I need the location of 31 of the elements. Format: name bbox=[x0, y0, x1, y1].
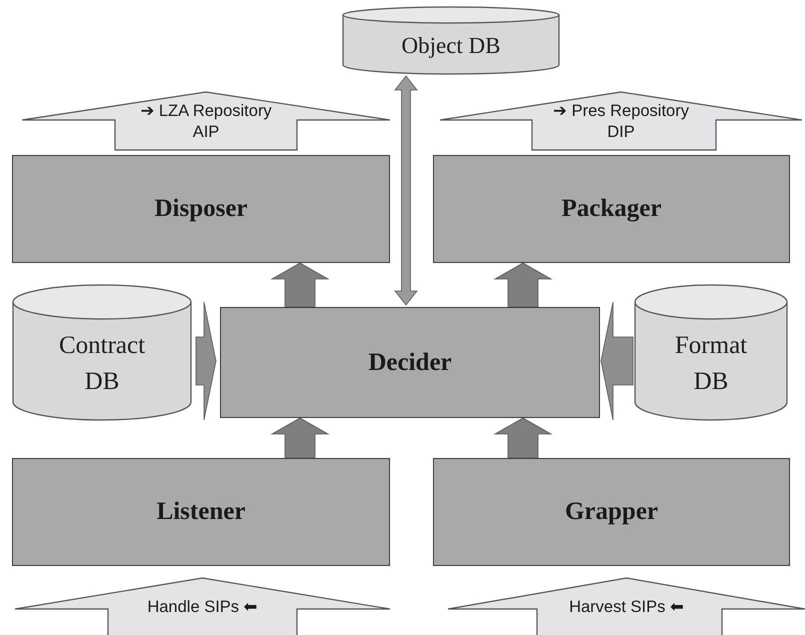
block-arrow-connector bbox=[494, 418, 552, 458]
box-label: Packager bbox=[562, 195, 662, 223]
database-label: Format DB bbox=[674, 330, 748, 397]
arrow-label: ➔ LZA Repository AIP bbox=[139, 101, 273, 144]
block-arrow-connector bbox=[600, 302, 634, 420]
block-arrow-connector bbox=[394, 75, 418, 306]
database-cylinder bbox=[342, 6, 560, 74]
process-box bbox=[433, 155, 790, 263]
block-arrow-connector bbox=[196, 302, 216, 420]
block-arrow-connector bbox=[270, 418, 330, 458]
block-arrow-connector bbox=[494, 262, 552, 308]
box-label: Grapper bbox=[564, 498, 658, 526]
arrow-label: ➔ Pres Repository DIP bbox=[552, 101, 690, 144]
arrow-shaped-banner bbox=[440, 92, 802, 150]
process-box bbox=[12, 458, 390, 566]
database-cylinder bbox=[12, 284, 192, 420]
arrow-label: Harvest SIPs ⬅ bbox=[568, 597, 685, 618]
box-label: Decider bbox=[368, 348, 452, 376]
process-box bbox=[433, 458, 790, 566]
arrow-label: Handle SIPs ⬅ bbox=[146, 597, 259, 618]
database-label: Contract DB bbox=[58, 330, 146, 397]
arrow-shaped-banner bbox=[15, 578, 390, 635]
box-label: Disposer bbox=[154, 195, 248, 223]
box-label: Listener bbox=[156, 498, 246, 526]
database-cylinder bbox=[634, 284, 788, 420]
arrow-shaped-banner bbox=[22, 92, 390, 150]
block-arrow-connector bbox=[270, 262, 330, 308]
database-label: Object DB bbox=[400, 32, 502, 60]
process-box bbox=[12, 155, 390, 263]
process-box bbox=[220, 307, 600, 418]
arrow-shaped-banner bbox=[448, 578, 805, 635]
